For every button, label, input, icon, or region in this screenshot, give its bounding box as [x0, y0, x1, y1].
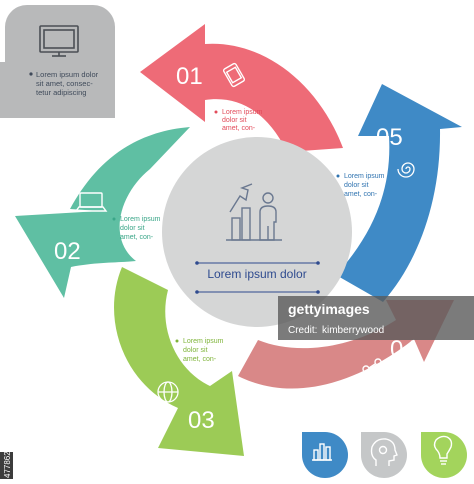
step-02-text-1: Lorem ipsum: [120, 216, 161, 223]
step-05-number: 05: [376, 124, 403, 151]
hub-label: Lorem ipsum dolor: [207, 267, 306, 281]
corner-tile: Lorem ipsum dolor sit amet, consec- tetu…: [0, 5, 115, 118]
step-05-text-1: Lorem ipsum: [344, 173, 385, 180]
step-05-arrow: 05 Lorem ipsum dolor sit amet, con-: [336, 84, 462, 302]
spiral-icon: [397, 162, 415, 178]
step-02-text-2: dolor sit: [120, 225, 145, 232]
step-01-text-2: dolor sit: [222, 117, 247, 124]
step-02-text-3: amet, con-: [120, 234, 154, 241]
growth-person-icon: [226, 183, 282, 241]
head-gears-icon: [370, 438, 398, 466]
globe-icon: [157, 381, 179, 403]
side-id-strip: [0, 452, 13, 479]
central-hub: Lorem ipsum dolor: [162, 137, 352, 327]
bar-chart-icon: [312, 443, 332, 461]
step-05-text-2: dolor sit: [344, 182, 369, 189]
smartphone-icon: [222, 62, 246, 88]
watermark-brand: gettyimages: [288, 301, 370, 317]
step-03-arrow: 03 Lorem ipsum dolor sit amet, con-: [114, 267, 245, 456]
step-03-number: 03: [188, 407, 215, 434]
step-03-text-1: Lorem ipsum: [183, 338, 224, 345]
step-03-text-2: dolor sit: [183, 347, 208, 354]
share-icon: [362, 358, 384, 380]
corner-tile-bullet: [29, 72, 33, 76]
step-03-text-3: amet, con-: [183, 356, 217, 363]
hub-circle: [162, 137, 352, 327]
corner-tile-text-3: tetur adipiscing: [36, 88, 86, 97]
corner-tile-text-1: Lorem ipsum dolor: [36, 70, 99, 79]
step-05-text-3: amet, con-: [344, 191, 378, 198]
watermark: gettyimages Credit: kimberrywood: [278, 296, 474, 340]
side-id: 477862950: [3, 437, 12, 478]
step-04-number: 04: [390, 336, 417, 363]
monitor-icon: [39, 25, 79, 57]
step-01-arrow: 01 Lorem ipsum dolor sit amet, con-: [140, 24, 343, 152]
laptop-icon: [74, 192, 108, 212]
head-gears-drop: [361, 432, 407, 478]
watermark-credit-label: Credit:: [288, 325, 317, 336]
step-02-number: 02: [54, 238, 81, 265]
step-01-text-3: amet, con-: [222, 125, 256, 132]
watermark-credit-name: kimberrywood: [322, 325, 384, 336]
bar-chart-drop: [302, 432, 348, 478]
bottom-icon-row: [302, 432, 467, 478]
step-01-number: 01: [176, 63, 203, 90]
watermark-bg: [278, 296, 474, 340]
step-01-text-1: Lorem ipsum: [222, 109, 263, 116]
step-02-arrow: 02 Lorem ipsum dolor sit amet, con-: [15, 127, 190, 298]
lightbulb-drop: [421, 432, 467, 478]
corner-tile-text-2: sit amet, consec-: [36, 79, 93, 88]
lightbulb-icon: [433, 435, 453, 465]
